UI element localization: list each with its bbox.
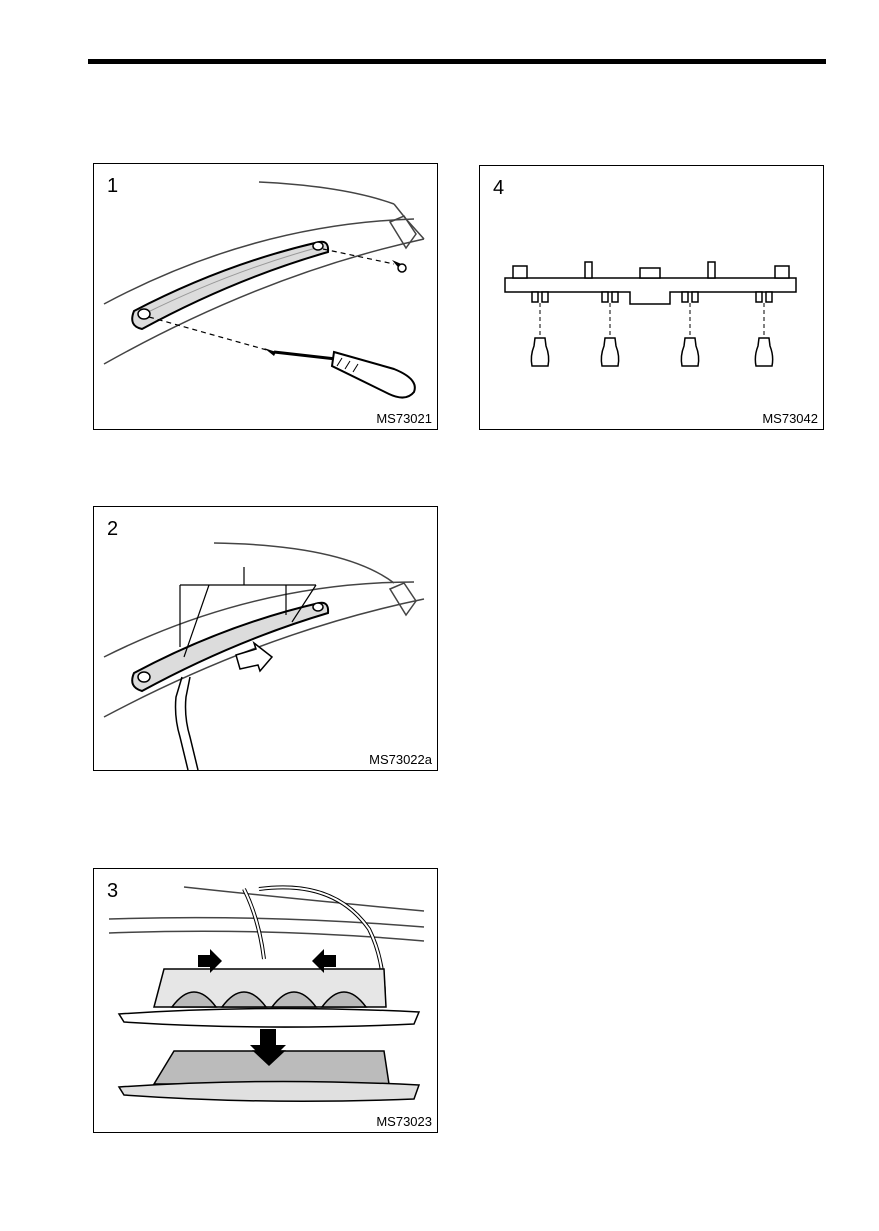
figure-1-illustration (94, 164, 437, 429)
lamp-assembly-upper (119, 969, 419, 1027)
arrow-icon (236, 643, 272, 671)
figure-code: MS73042 (762, 412, 818, 426)
lamp-lens-illustration (132, 603, 328, 691)
lamp-assembly-lower (119, 1051, 419, 1101)
figure-3: 3 MS73023 (93, 868, 438, 1133)
figure-2-illustration (94, 507, 437, 770)
figure-code: MS73021 (376, 412, 432, 426)
screwdriver-icon (264, 348, 415, 398)
step-number: 4 (493, 178, 504, 198)
figure-2: 2 MS73022a (93, 506, 438, 771)
bulb-icon (755, 338, 772, 366)
step-number: 1 (107, 176, 118, 196)
step-number: 2 (107, 519, 118, 539)
figure-4: 4 MS73042 (479, 165, 824, 430)
header-rule (88, 59, 826, 64)
step-number: 3 (107, 881, 118, 901)
figure-1: 1 MS73021 (93, 163, 438, 430)
figure-code: MS73023 (376, 1115, 432, 1129)
bulb-holder-illustration (505, 262, 796, 304)
screwdriver-icon (176, 677, 199, 770)
bulb-icon (531, 338, 548, 366)
bulb-icon (681, 338, 698, 366)
screw-icon (392, 260, 406, 272)
bulb-icon (601, 338, 618, 366)
figure-4-illustration (480, 166, 823, 429)
figure-3-illustration (94, 869, 437, 1132)
figure-code: MS73022a (369, 753, 432, 767)
lamp-lens-illustration (132, 242, 328, 329)
